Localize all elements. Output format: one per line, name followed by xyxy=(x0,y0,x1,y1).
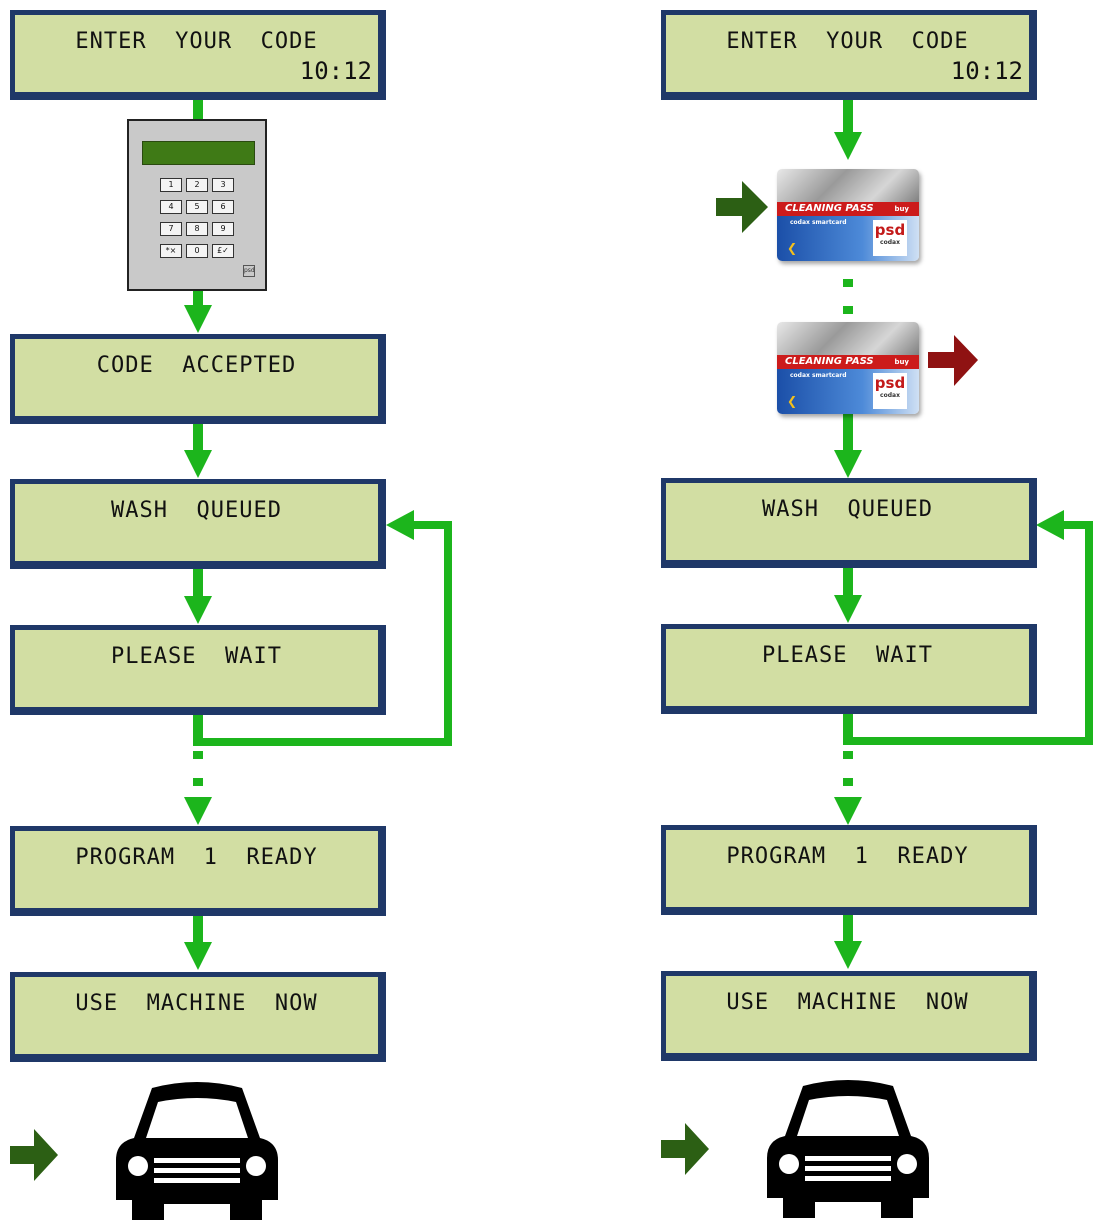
lcd-text: PLEASE WAIT xyxy=(111,644,282,669)
card-chevron-icon: ❮ xyxy=(787,394,798,408)
lcd-text: PLEASE WAIT xyxy=(762,643,933,668)
connector-line xyxy=(843,414,853,450)
card-logo-text: psd xyxy=(874,374,906,392)
lcd-text: ENTER YOUR CODE xyxy=(75,29,318,54)
keypad-key: 4 xyxy=(160,200,182,214)
card-chevron-icon: ❮ xyxy=(787,241,798,255)
keypad-key: 5 xyxy=(186,200,208,214)
lcd-please-wait: PLEASE WAIT xyxy=(661,624,1037,714)
lcd-use-machine: USE MACHINE NOW xyxy=(661,971,1037,1061)
connector-dot xyxy=(843,279,853,287)
loop-line xyxy=(843,737,1093,745)
keypad-key: *× xyxy=(160,244,182,258)
keypad-key: 2 xyxy=(186,178,208,192)
keypad-key: 6 xyxy=(212,200,234,214)
connector-line xyxy=(843,712,853,745)
lcd-text: CODE ACCEPTED xyxy=(96,353,297,378)
drive-in-arrow-icon xyxy=(10,1129,58,1181)
keypad-brand-logo: psd xyxy=(243,265,255,277)
card-subtitle: codax smartcard xyxy=(790,372,847,379)
lcd-enter-code: ENTER YOUR CODE 10:12 xyxy=(10,10,386,100)
car-icon xyxy=(116,1082,278,1220)
card-logo: psd codax xyxy=(873,220,907,256)
lcd-wash-queued: WASH QUEUED xyxy=(10,479,386,569)
lcd-code-accepted: CODE ACCEPTED xyxy=(10,334,386,424)
card-logo: psd codax xyxy=(873,373,907,409)
card-logo-text: psd xyxy=(874,221,906,239)
remove-arrow-icon xyxy=(928,335,978,386)
connector-line xyxy=(193,291,203,305)
car-icon xyxy=(767,1080,929,1218)
lcd-please-wait: PLEASE WAIT xyxy=(10,625,386,715)
keypad-key: £✓ xyxy=(212,244,234,258)
loop-arrow-head xyxy=(1036,510,1064,540)
lcd-text: WASH QUEUED xyxy=(762,497,933,522)
loop-line xyxy=(444,521,452,746)
connector-dot xyxy=(193,778,203,786)
connector-dot xyxy=(193,751,203,759)
loop-line xyxy=(1085,521,1093,745)
lcd-use-machine: USE MACHINE NOW xyxy=(10,972,386,1062)
keypad-key: 7 xyxy=(160,222,182,236)
lcd-time: 10:12 xyxy=(299,57,372,85)
card-buy-label: buy xyxy=(894,358,909,366)
keypad-key: 1 xyxy=(160,178,182,192)
lcd-time: 10:12 xyxy=(950,57,1023,85)
arrow-head xyxy=(834,941,862,969)
connector-dot xyxy=(843,778,853,786)
card-logo-sub: codax xyxy=(880,392,900,399)
arrow-head xyxy=(184,450,212,478)
lcd-text: ENTER YOUR CODE xyxy=(726,29,969,54)
loop-line xyxy=(412,521,452,529)
drive-in-arrow-icon xyxy=(661,1123,709,1175)
arrow-head xyxy=(834,450,862,478)
keypad-key: 0 xyxy=(186,244,208,258)
keypad-icon: 1 2 3 4 5 6 7 8 9 *× 0 £✓ psd xyxy=(127,119,267,291)
loop-line xyxy=(193,738,452,746)
lcd-program-ready: PROGRAM 1 READY xyxy=(661,825,1037,915)
connector-dot xyxy=(843,751,853,759)
connector-line xyxy=(193,914,203,942)
connector-dot xyxy=(843,306,853,314)
keypad-key: 8 xyxy=(186,222,208,236)
lcd-enter-code: ENTER YOUR CODE 10:12 xyxy=(661,10,1037,100)
loop-line xyxy=(1062,521,1093,529)
lcd-text: USE MACHINE NOW xyxy=(726,990,969,1015)
keypad-keys: 1 2 3 4 5 6 7 8 9 *× 0 £✓ xyxy=(160,178,238,258)
card-title: CLEANING PASS xyxy=(785,203,874,214)
card-title: CLEANING PASS xyxy=(785,356,874,367)
connector-line xyxy=(193,98,203,120)
connector-line xyxy=(843,566,853,595)
arrow-head xyxy=(184,942,212,970)
insert-arrow-icon xyxy=(716,181,768,233)
connector-line xyxy=(843,913,853,941)
arrow-head xyxy=(834,595,862,623)
keypad-key: 9 xyxy=(212,222,234,236)
lcd-text: PROGRAM 1 READY xyxy=(726,844,969,869)
connector-line xyxy=(843,98,853,132)
card-buy-label: buy xyxy=(894,205,909,213)
arrow-head xyxy=(834,132,862,160)
arrow-head xyxy=(184,305,212,333)
arrow-head xyxy=(184,797,212,825)
arrow-head xyxy=(834,797,862,825)
keypad-display xyxy=(142,141,255,165)
lcd-text: PROGRAM 1 READY xyxy=(75,845,318,870)
lcd-program-ready: PROGRAM 1 READY xyxy=(10,826,386,916)
arrow-head xyxy=(184,596,212,624)
lcd-text: USE MACHINE NOW xyxy=(75,991,318,1016)
card-subtitle: codax smartcard xyxy=(790,219,847,226)
loop-arrow-head xyxy=(386,510,414,540)
lcd-wash-queued: WASH QUEUED xyxy=(661,478,1037,568)
smartcard-icon: CLEANING PASS buy codax smartcard psd co… xyxy=(777,169,919,261)
connector-line xyxy=(193,567,203,596)
smartcard-icon: CLEANING PASS buy codax smartcard psd co… xyxy=(777,322,919,414)
connector-line xyxy=(193,713,203,746)
card-logo-sub: codax xyxy=(880,239,900,246)
lcd-text: WASH QUEUED xyxy=(111,498,282,523)
keypad-key: 3 xyxy=(212,178,234,192)
connector-line xyxy=(193,422,203,450)
